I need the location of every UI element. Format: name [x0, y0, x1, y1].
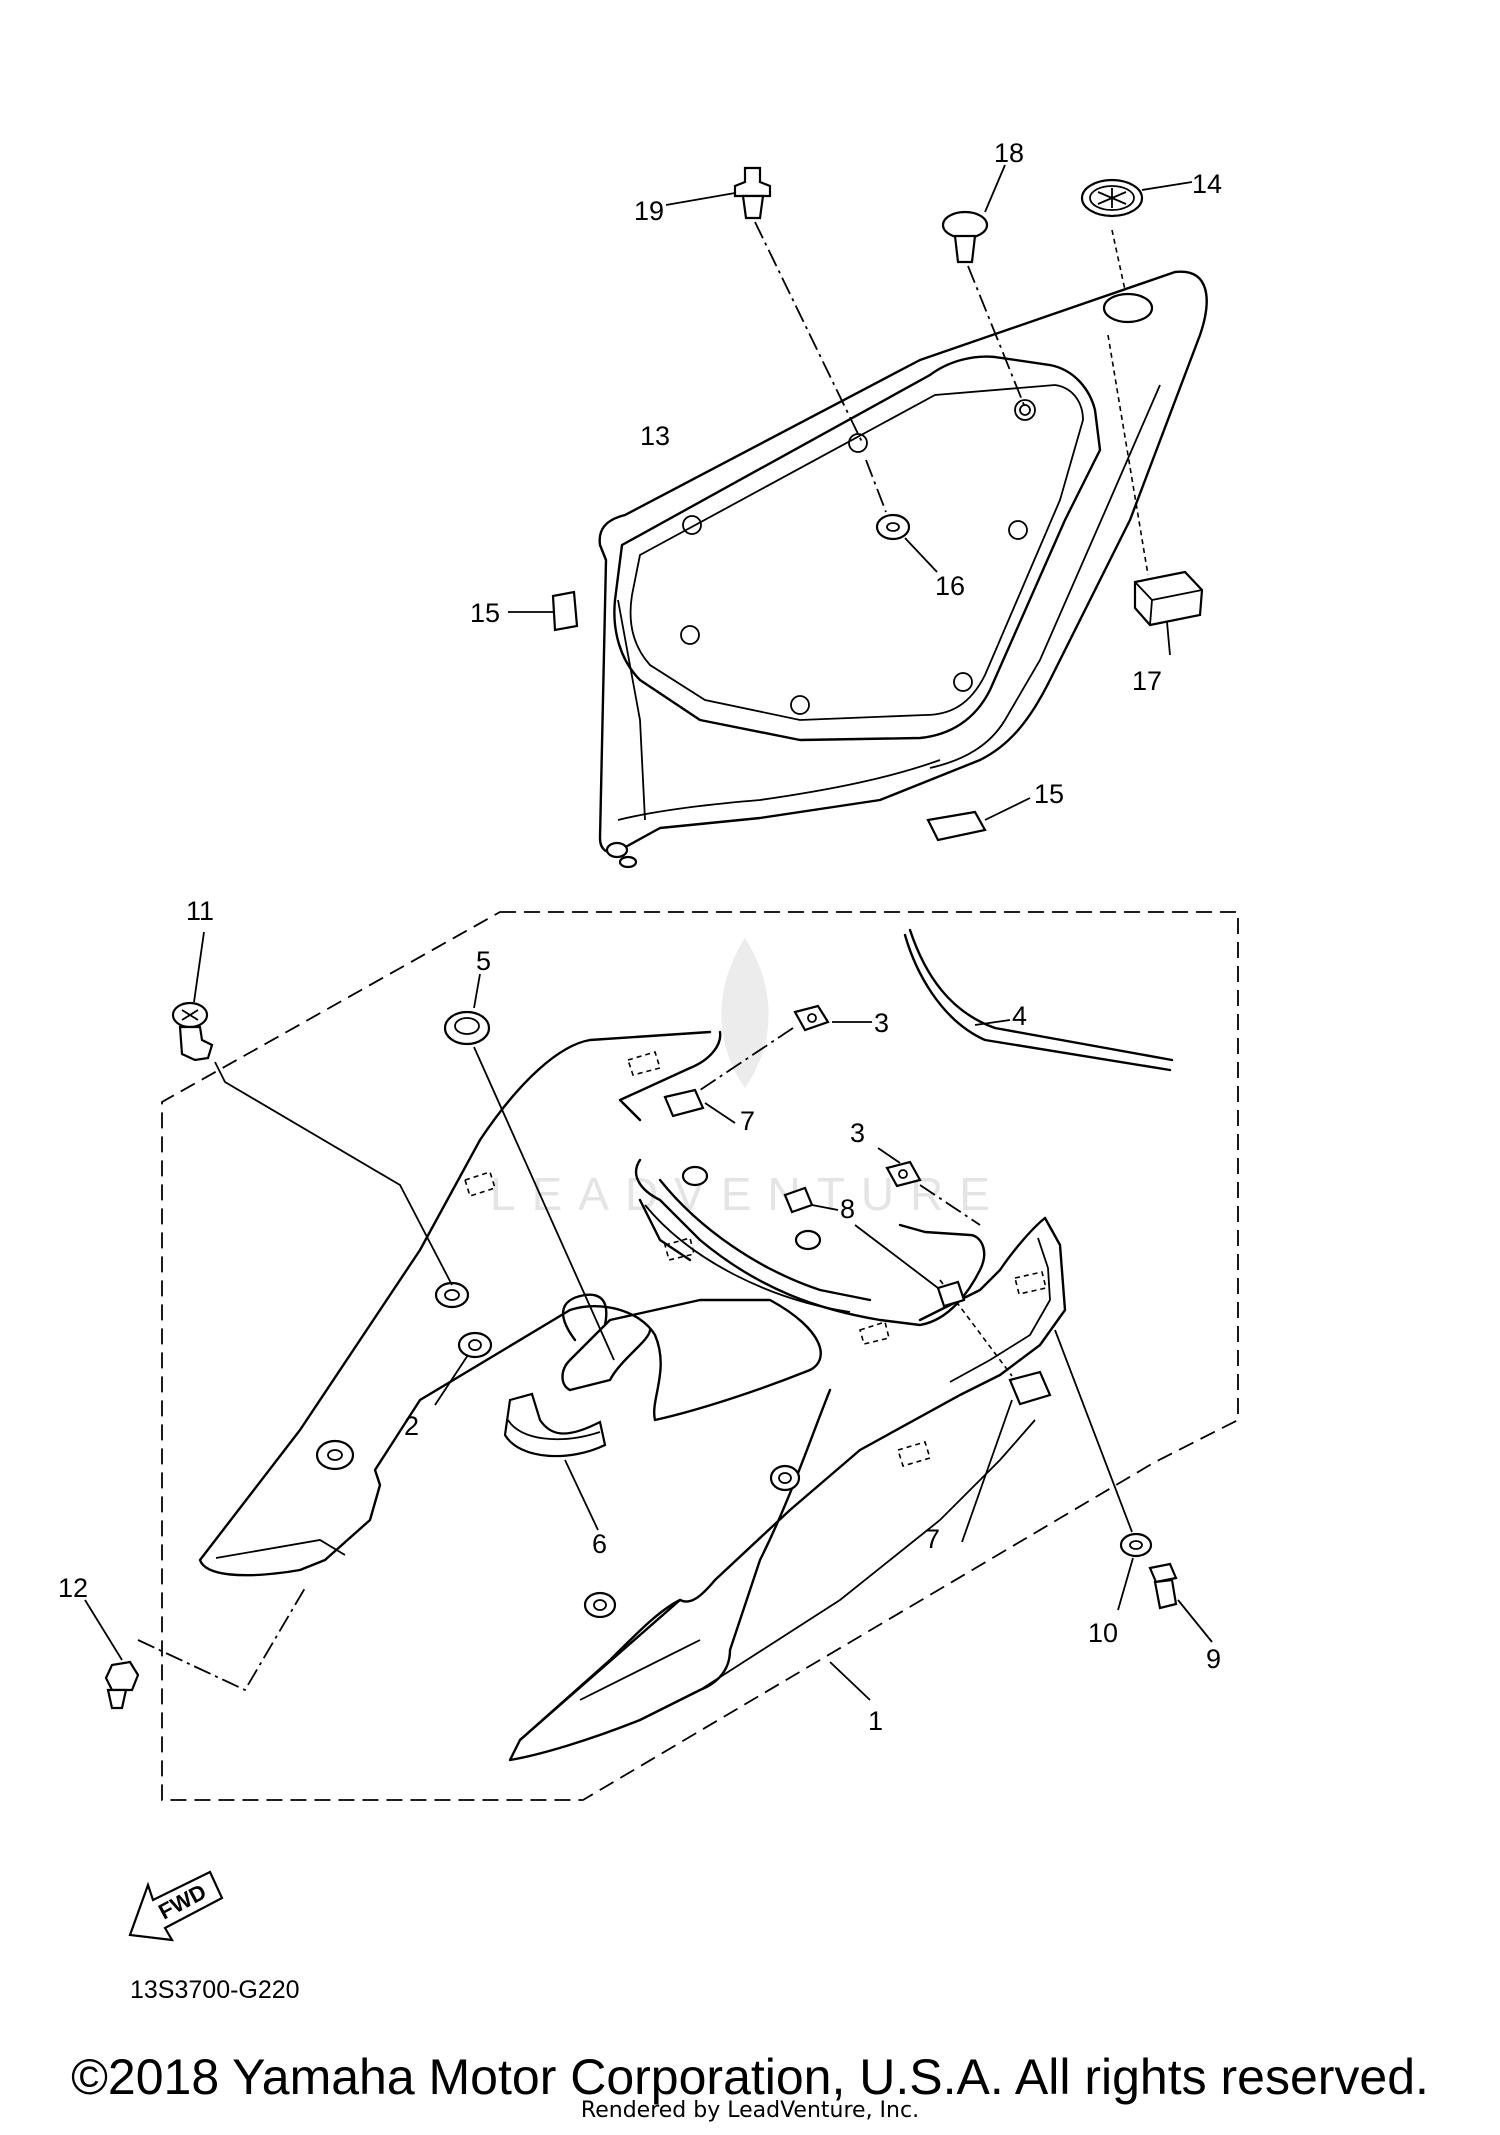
- part-13-seat-frame: [598, 270, 1208, 869]
- callout-2: 2: [404, 1411, 419, 1441]
- callout-5: 5: [476, 946, 491, 976]
- part-17-damper: [1107, 334, 1204, 656]
- part-3-clip-lower: [877, 1147, 981, 1226]
- part-15-pad-right: [926, 797, 1031, 842]
- part-8-pad-upper: [783, 1186, 839, 1214]
- part-18-rivet: [941, 164, 1025, 406]
- callout-1: 1: [868, 1706, 883, 1736]
- part-19-screw: [665, 166, 863, 443]
- part-1-side-cover: [198, 1030, 1067, 1762]
- part-3-clip-upper: [699, 1004, 872, 1091]
- fwd-arrow-icon: FWD: [128, 1870, 224, 1942]
- callout-15-left: 15: [470, 598, 500, 628]
- part-9-bolt: [1148, 1562, 1213, 1643]
- callout-18: 18: [994, 138, 1024, 168]
- part-8-pad-lower: [854, 1224, 966, 1308]
- callout-17: 17: [1132, 666, 1162, 696]
- part-16-washer: [865, 459, 938, 573]
- part-6-duct: [503, 1392, 607, 1531]
- rendered-by-credit: Rendered by LeadVenture, Inc.: [580, 2098, 920, 2123]
- callout-14: 14: [1192, 169, 1222, 199]
- callout-6: 6: [592, 1529, 607, 1559]
- copyright-notice: ©2018 Yamaha Motor Corporation, U.S.A. A…: [71, 2049, 1429, 2105]
- inner-cover-piece: [634, 1158, 986, 1345]
- part-14-emblem: [1080, 178, 1193, 291]
- callout-15-right: 15: [1034, 779, 1064, 809]
- callout-19: 19: [634, 196, 664, 226]
- callout-10: 10: [1088, 1618, 1118, 1648]
- part-11-screw: [171, 931, 453, 1286]
- leadventure-watermark: LEADVENTURE: [490, 938, 1006, 1220]
- callout-12: 12: [58, 1573, 88, 1603]
- callout-labels: 19 18 14 13 16 15 15 17 11 5 3 4 7 3 8 2…: [58, 138, 1222, 1736]
- callout-11: 11: [186, 896, 214, 926]
- callout-8: 8: [840, 1194, 855, 1224]
- part-12-rivet: [84, 1587, 306, 1710]
- callout-4: 4: [1012, 1001, 1027, 1031]
- callout-13: 13: [640, 421, 670, 451]
- part-2-grommet: [434, 1331, 493, 1406]
- callout-7-upper: 7: [740, 1106, 755, 1136]
- part-4-trim-strip: [903, 928, 1174, 1072]
- assembly-boundary-dashed: [161, 911, 1239, 1801]
- callout-3-lower: 3: [850, 1118, 865, 1148]
- callout-7-lower: 7: [925, 1524, 940, 1554]
- callout-16: 16: [935, 571, 965, 601]
- callout-3-upper: 3: [874, 1008, 889, 1038]
- watermark-text: LEADVENTURE: [490, 1168, 1006, 1220]
- part-15-pad-left: [508, 590, 579, 632]
- callout-9: 9: [1206, 1644, 1221, 1674]
- part-5-grommet: [443, 973, 615, 1361]
- part-7-pad-upper: [663, 1088, 736, 1124]
- part-10-washer: [1054, 1329, 1153, 1611]
- diagram-code: 13S3700-G220: [130, 1976, 300, 2004]
